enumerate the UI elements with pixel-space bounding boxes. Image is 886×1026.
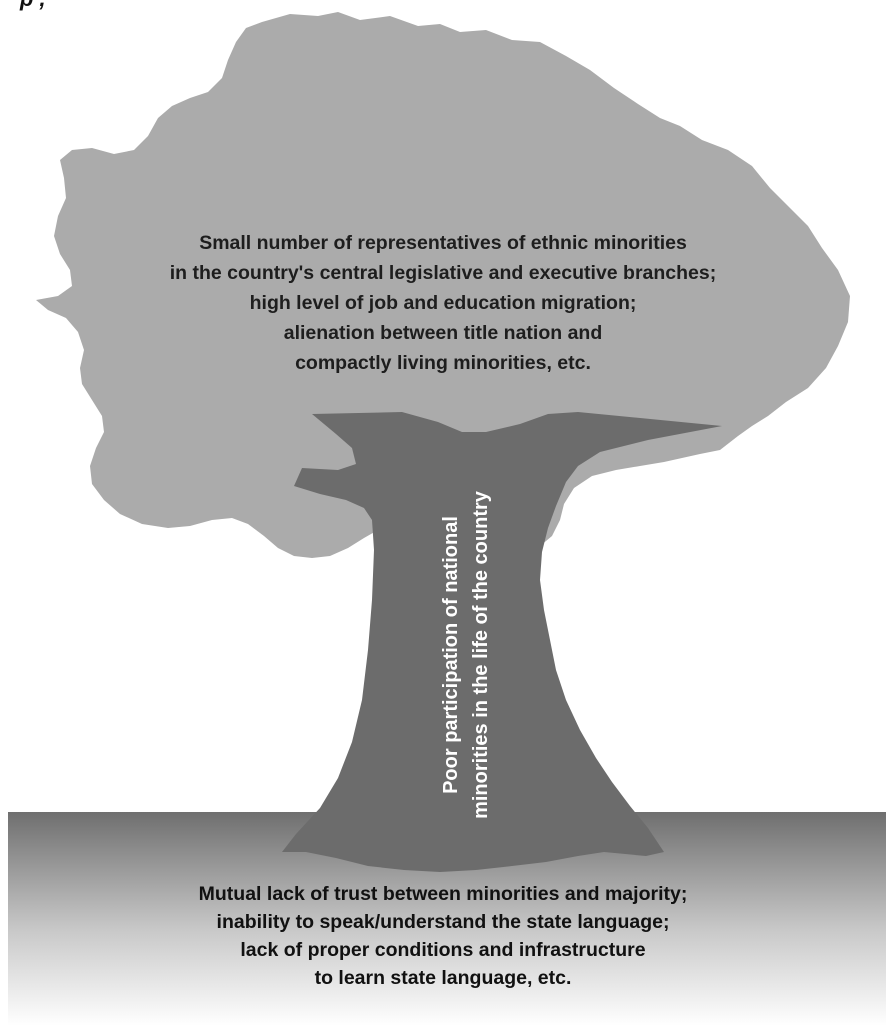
trunk-line: Poor participation of national: [440, 516, 462, 794]
root-line: lack of proper conditions and infrastruc…: [240, 939, 646, 961]
tree-trunk: [282, 412, 722, 872]
cropped-heading-fragment: p ,: [20, 0, 46, 12]
crown-line: high level of job and education migratio…: [249, 292, 637, 314]
trunk-line: minorities in the life of the country: [470, 491, 492, 819]
crown-consequences-text: Small number of representatives of ethni…: [0, 228, 886, 378]
root-line: Mutual lack of trust between minorities …: [198, 883, 688, 905]
root-line: to learn state language, etc.: [314, 967, 572, 989]
crown-line: alienation between title nation and: [283, 322, 603, 344]
crown-line: in the country's central legislative and…: [169, 262, 717, 284]
crown-line: compactly living minorities, etc.: [295, 352, 591, 374]
roots-causes-text: Mutual lack of trust between minorities …: [0, 880, 886, 992]
root-line: inability to speak/understand the state …: [216, 911, 670, 933]
crown-line: Small number of representatives of ethni…: [199, 232, 687, 254]
